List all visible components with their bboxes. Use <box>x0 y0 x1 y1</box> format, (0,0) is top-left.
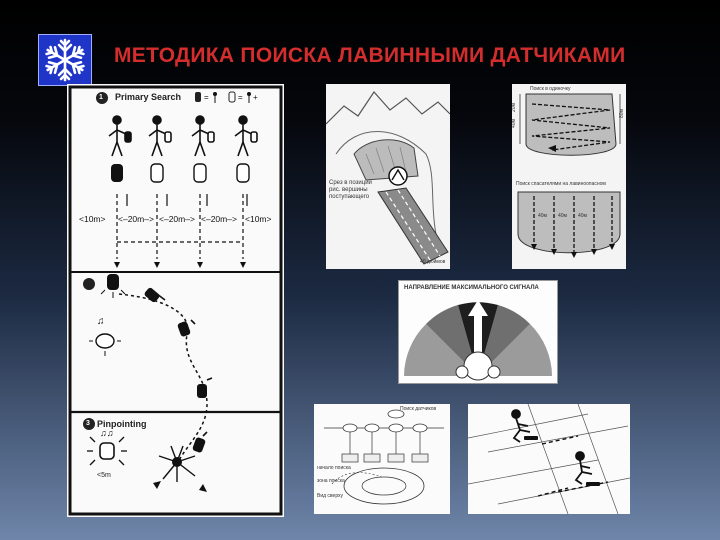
distance-lane-1: <–20m–> <box>118 214 154 224</box>
distance-lane-3: <–20m–> <box>201 214 237 224</box>
search-flow-diagram: Поиск датчиков начало поиска зона поиска… <box>314 404 450 514</box>
zigzag-search-pattern: Поиск в одиночку 40м 20м 80м Поиск спаса… <box>512 84 626 269</box>
dim-20: 20м <box>512 103 517 112</box>
step-badge-1: 1 <box>99 94 103 101</box>
slope-scale-label: 40 дюймов <box>420 259 446 265</box>
near-distance-label: <5m <box>97 472 111 479</box>
rescuers-drawing <box>468 404 630 514</box>
svg-text:=: = <box>204 93 209 102</box>
distance-outer-right: <10m> <box>245 214 272 224</box>
search-flow-drawing <box>314 404 450 514</box>
team-search-header: Поиск спасателями на лавиноопасном <box>516 181 606 187</box>
primary-search-diagram: = = + <box>67 84 284 517</box>
pinpointing-label: Pinpointing <box>97 419 147 429</box>
dim-80: 80м <box>619 109 625 118</box>
snowflake-logo <box>38 34 92 86</box>
solo-search-header: Поиск в одиночку <box>530 86 571 92</box>
flow-top-label: Поиск датчиков <box>400 406 437 412</box>
slide-title: МЕТОДИКА ПОИСКА ЛАВИННЫМИ ДАТЧИКАМИ <box>114 44 626 67</box>
rescuers-pinpoint-sketch <box>468 404 630 514</box>
svg-text:♫♫: ♫♫ <box>100 428 114 438</box>
flow-left-label-1: начало поиска <box>317 465 351 471</box>
slope-drawing <box>326 84 450 269</box>
svg-text:+: + <box>253 93 258 102</box>
svg-text:♫: ♫ <box>97 316 105 327</box>
snowflake-icon <box>43 38 87 82</box>
signal-direction-header: НАПРАВЛЕНИЕ МАКСИМАЛЬНОГО СИГНАЛА <box>404 285 539 291</box>
team-width-1: 40м <box>538 213 547 219</box>
signal-fan-drawing <box>398 280 558 384</box>
team-width-3: 40м <box>578 213 587 219</box>
distance-outer-left: <10m> <box>79 214 106 224</box>
distance-lane-2: <–20m–> <box>159 214 195 224</box>
max-signal-direction-diagram: НАПРАВЛЕНИЕ МАКСИМАЛЬНОГО СИГНАЛА <box>398 280 558 384</box>
dim-40: 40м <box>512 119 517 128</box>
flow-left-label-3: Вид сверху <box>317 493 344 499</box>
slope-note: Срез в позиции рис. вершины поступающего <box>329 180 372 201</box>
zigzag-drawing <box>512 84 626 269</box>
avalanche-slope-sketch: Срез в позиции рис. вершины поступающего… <box>326 84 450 269</box>
flow-left-label-2: зона поиска <box>317 478 345 484</box>
team-width-2: 40м <box>558 213 567 219</box>
svg-text:=: = <box>238 93 243 102</box>
primary-search-drawing: = = + <box>68 85 283 516</box>
step-badge-3: 3 <box>86 420 90 427</box>
primary-search-label: Primary Search <box>115 92 182 102</box>
